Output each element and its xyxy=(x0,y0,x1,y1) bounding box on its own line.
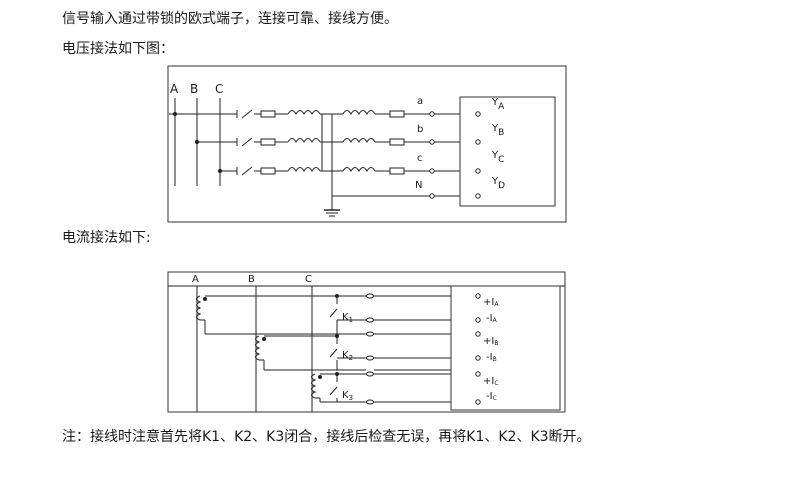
voltage-line-label-c: c xyxy=(417,153,423,164)
voltage-terminal-yd: YD xyxy=(491,176,505,191)
voltage-heading: 电压接法如下图： xyxy=(62,41,174,57)
voltage-bus-label-c: C xyxy=(215,82,223,96)
voltage-terminal-block xyxy=(459,96,556,207)
voltage-terminal-ya: YA xyxy=(491,97,505,112)
voltage-bus-label-a: A xyxy=(170,82,179,96)
voltage-line-label-n: N xyxy=(415,180,422,191)
wiring-note: 注：接线时注意首先将K1、K2、K3闭合，接线后检查无误，再将K1、K2、K3断… xyxy=(62,429,591,445)
voltage-terminal-points xyxy=(475,111,481,199)
voltage-terminal-yb: YB xyxy=(491,123,504,138)
voltage-line-label-a: a xyxy=(417,96,423,107)
voltage-terminal-yc: YC xyxy=(491,150,504,165)
voltage-bus-label-b: B xyxy=(190,82,198,96)
voltage-bus-bars xyxy=(169,98,237,186)
voltage-diagram-frame xyxy=(167,65,567,223)
intro-text: 信号输入通过带锁的欧式端子，连接可靠、接线方便。 xyxy=(62,11,398,27)
current-heading: 电流接法如下: xyxy=(62,230,151,246)
voltage-line-label-b: b xyxy=(417,124,423,135)
voltage-phase-rows xyxy=(236,109,476,217)
